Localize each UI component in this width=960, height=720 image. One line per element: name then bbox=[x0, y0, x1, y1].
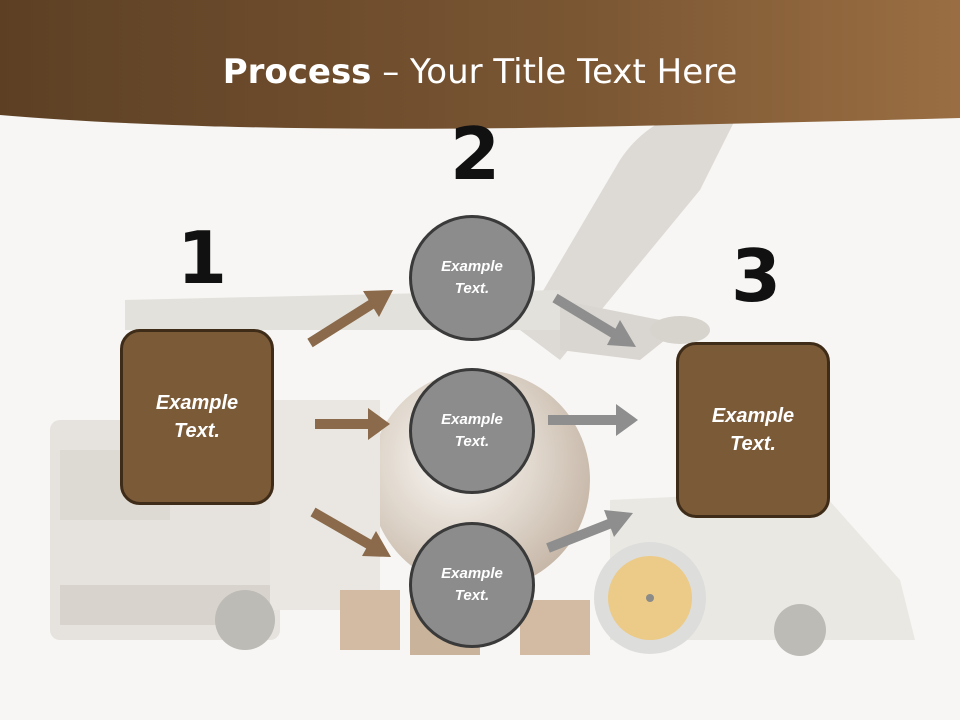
title-bold: Process bbox=[222, 52, 372, 92]
right-process-box: Example Text. bbox=[676, 342, 830, 518]
left-box-text: Example Text. bbox=[155, 392, 239, 442]
circle-middle-text: Example Text. bbox=[441, 410, 503, 451]
step-number-3: 3 bbox=[731, 234, 782, 318]
title-rest: – Your Title Text Here bbox=[371, 52, 738, 92]
step-number-1: 1 bbox=[177, 216, 228, 300]
arrows-gray bbox=[546, 293, 638, 553]
process-circle-middle: Example Text. bbox=[409, 368, 535, 494]
slide-title: Process – Your Title Text Here bbox=[0, 52, 960, 92]
header-band bbox=[0, 0, 960, 129]
process-circle-bottom: Example Text. bbox=[409, 522, 535, 648]
circle-bottom-text: Example Text. bbox=[441, 564, 503, 605]
right-box-text: Example Text. bbox=[711, 405, 795, 455]
left-process-box: Example Text. bbox=[120, 329, 274, 505]
process-circle-top: Example Text. bbox=[409, 215, 535, 341]
circle-top-text: Example Text. bbox=[441, 257, 503, 298]
step-number-2: 2 bbox=[450, 112, 501, 196]
arrows-brown bbox=[307, 290, 393, 557]
